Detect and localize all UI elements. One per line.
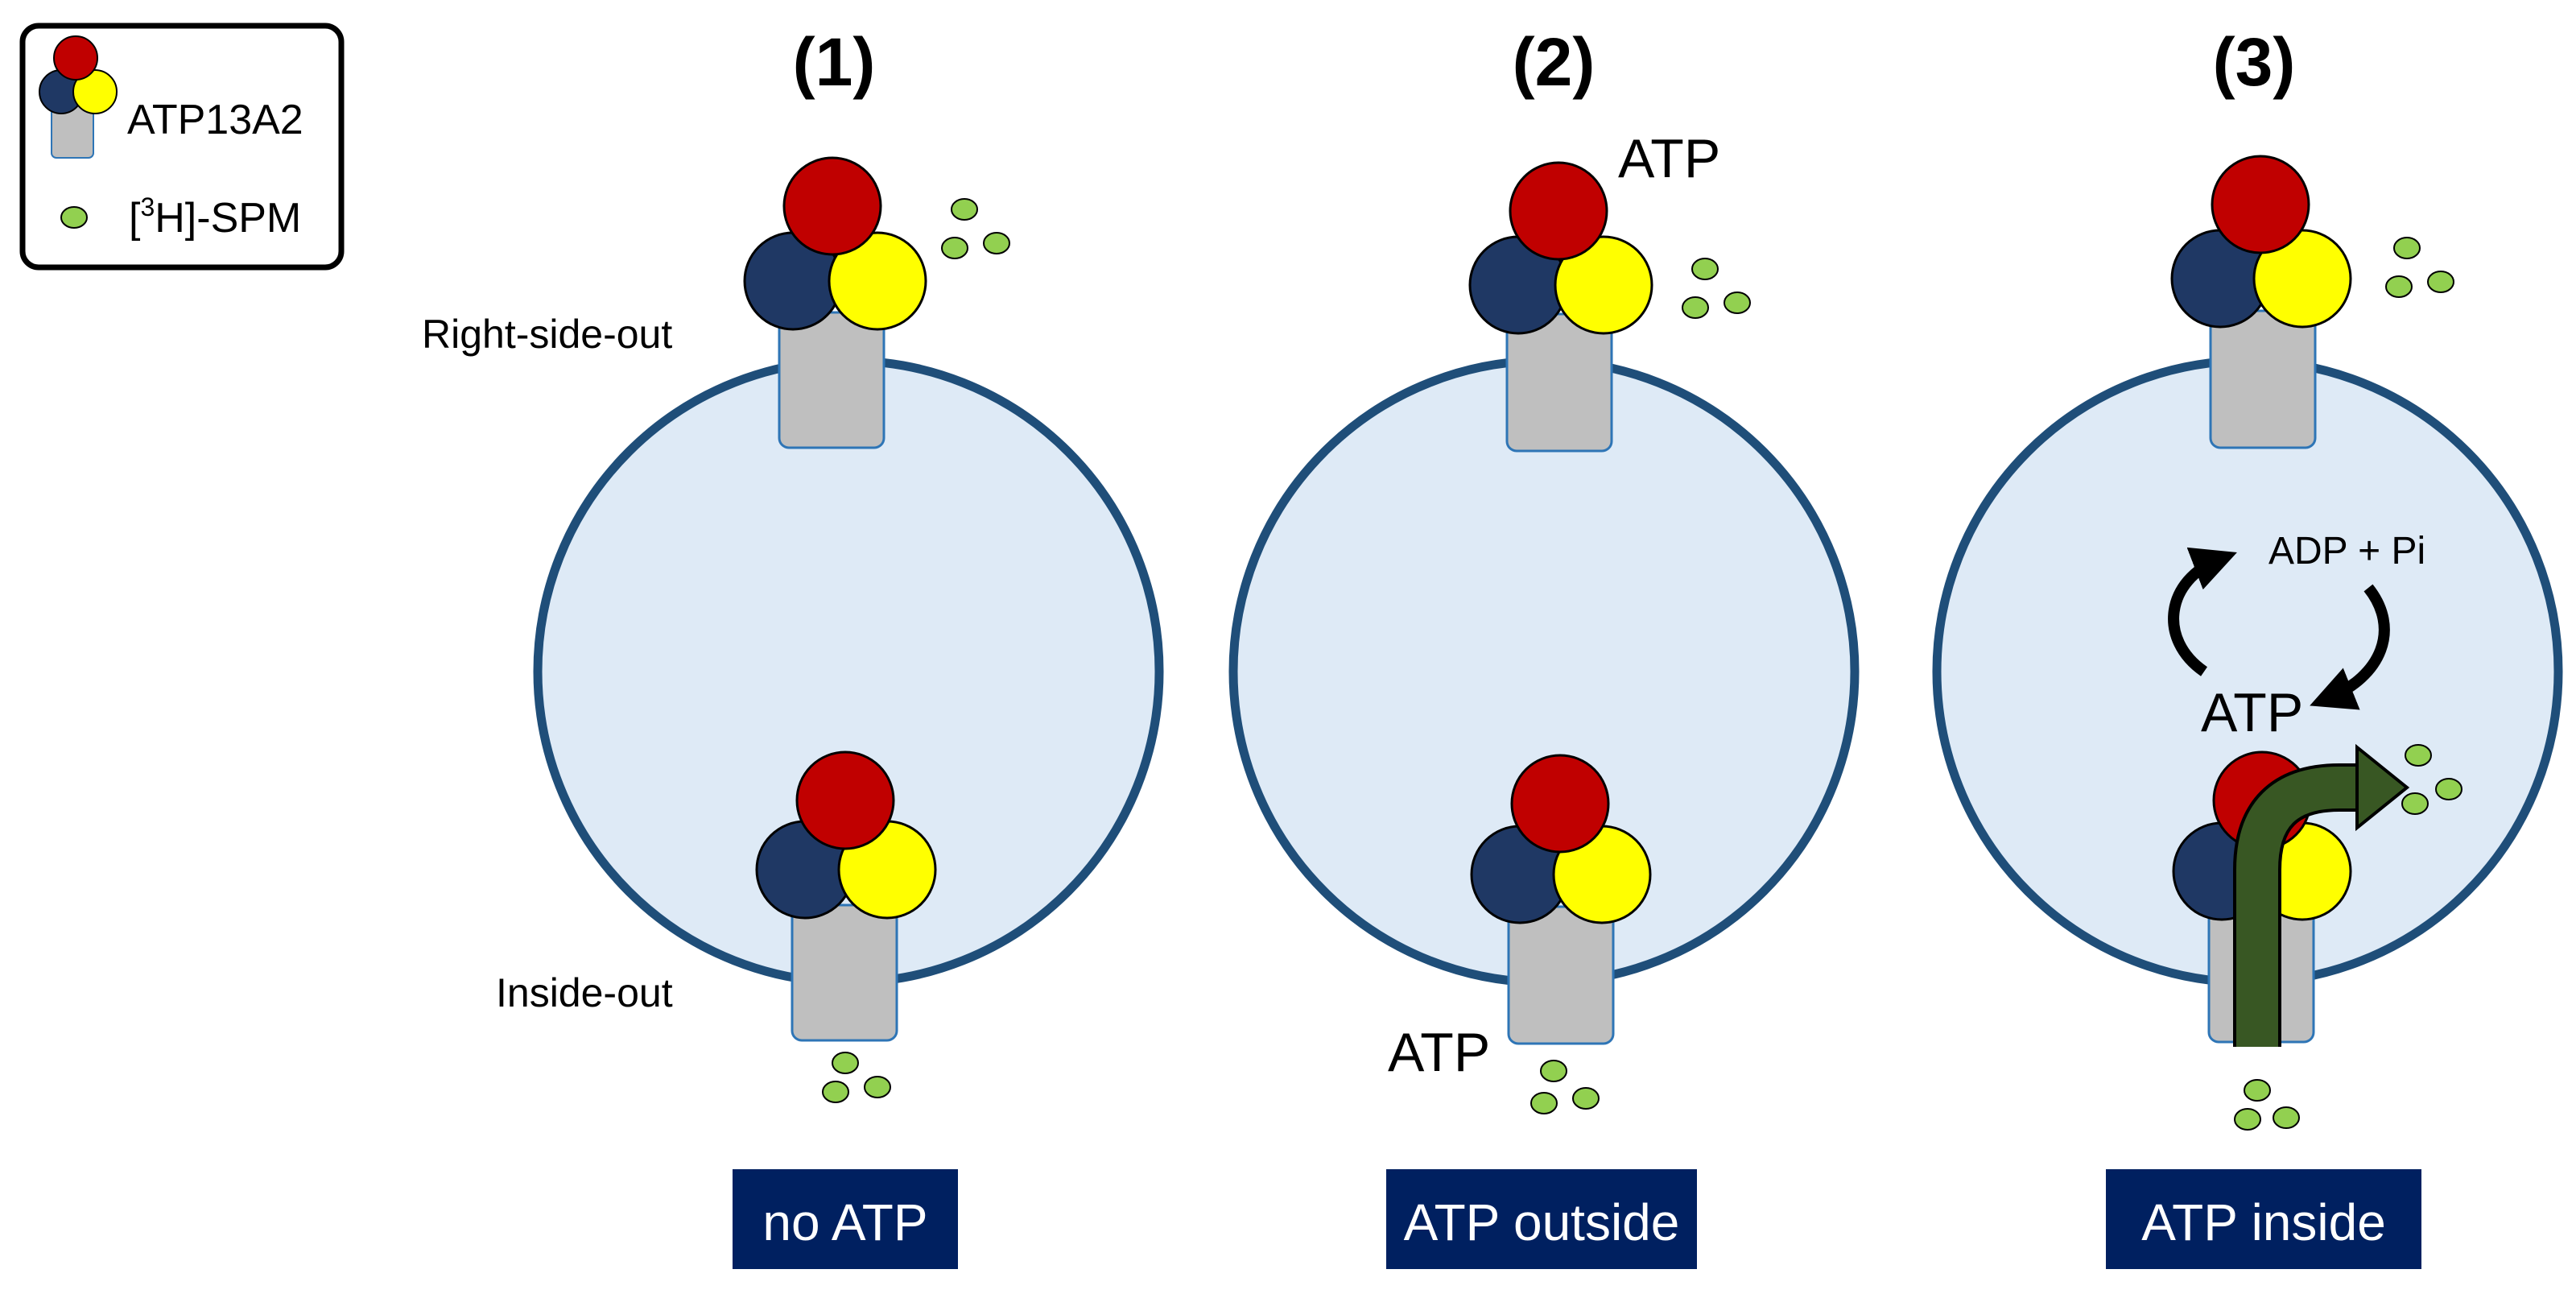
panel-3: (3) — [1932, 24, 2563, 1269]
panel-1: (1) Right-side-out Inside-out no ATP — [422, 24, 1164, 1269]
cycle-arrow-left — [2168, 547, 2237, 676]
spm-cluster-released — [2401, 744, 2462, 815]
panel-1-number: (1) — [793, 24, 876, 100]
condition-label: ATP inside — [2141, 1193, 2386, 1251]
protein-right-side-out — [743, 156, 927, 449]
legend-substrate-label: [3H]-SPM — [129, 192, 301, 242]
condition-box — [1386, 1169, 1697, 1269]
protein-right-side-out — [1468, 161, 1653, 453]
protein-right-side-out — [2170, 155, 2352, 449]
adp-pi-label: ADP + Pi — [2268, 530, 2425, 573]
panel-3-number: (3) — [2213, 24, 2296, 100]
transport-arrow-head — [2355, 743, 2410, 832]
condition-label: no ATP — [762, 1193, 927, 1251]
spm-cluster-top — [941, 198, 1010, 259]
right-side-out-label: Right-side-out — [422, 312, 672, 357]
condition-box — [733, 1169, 958, 1269]
spm-cluster-bottom — [2234, 1079, 2300, 1131]
atp-outside-top-label: ATP — [1618, 128, 1720, 189]
transport-arrow-shaft — [2236, 767, 2357, 1047]
panel-2-number: (2) — [1513, 24, 1596, 100]
panel-2: (2) ATP ATP ATP outside — [1228, 24, 1860, 1269]
atp-inside-label: ATP — [2201, 682, 2303, 743]
inside-out-label: Inside-out — [496, 970, 673, 1015]
condition-box — [2106, 1169, 2421, 1269]
legend: ATP13A2 [3H]-SPM — [19, 23, 345, 271]
spm-cluster-bottom — [1530, 1060, 1600, 1114]
atp-outside-bottom-label: ATP — [1388, 1022, 1490, 1083]
legend-protein-icon — [39, 35, 118, 159]
legend-spm-icon — [60, 206, 88, 229]
cycle-arrow-right — [2310, 584, 2390, 710]
protein-inside-out — [755, 750, 937, 1042]
spm-cluster-bottom — [822, 1052, 891, 1103]
spm-cluster-top — [2385, 237, 2454, 298]
condition-label: ATP outside — [1404, 1193, 1680, 1251]
spm-cluster-top — [1682, 258, 1751, 319]
legend-protein-label: ATP13A2 — [127, 97, 303, 143]
protein-inside-out — [1470, 754, 1652, 1045]
